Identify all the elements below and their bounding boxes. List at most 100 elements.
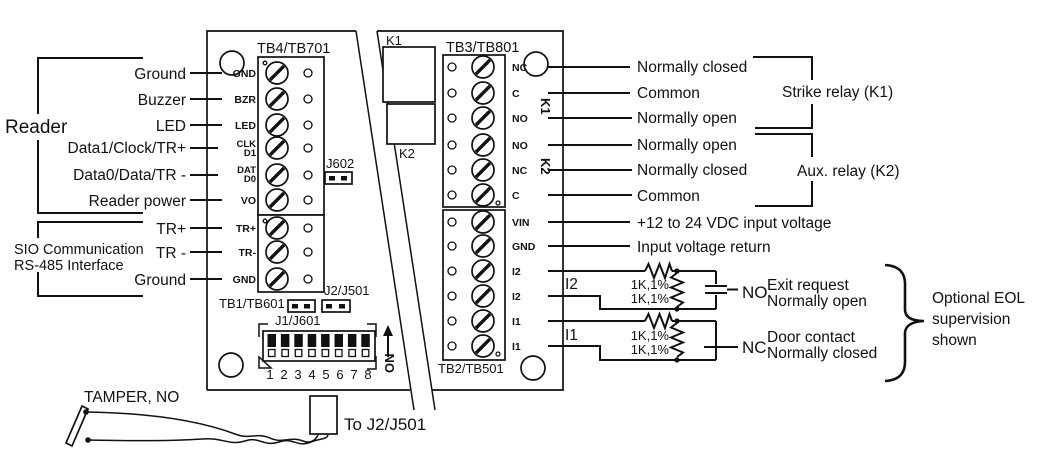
reader-pin-power: Reader power [89,193,186,210]
to-j2-label: To J2/J501 [344,415,426,434]
sio-pin-ground: Ground [134,272,186,289]
sio-label-line2: RS-485 Interface [14,258,124,274]
wire-holes [447,62,457,200]
svg-text:4: 4 [308,367,315,382]
tb4-terminal-block: TB4/TB701 GND BZR LED CLK D [233,41,330,293]
i1-eol-circuit: I1 1K,1% 1K,1% NC Door contact Normally … [548,310,877,363]
dip-switch: J1/J601 1 2 3 4 5 6 7 8 ON [258,313,397,382]
tb2-pin-i2b: I2 [512,291,521,303]
tb2-label: TB2/TB501 [438,361,504,376]
svg-text:5: 5 [322,367,329,382]
tb4-pin-trp: TR+ [236,223,256,235]
jumper-tb1: TB1/TB601 [219,296,316,313]
resistor-icon [668,322,686,358]
tb4-label: TB4/TB701 [257,41,330,57]
i2-eol-circuit: I2 1K,1% 1K,1% NO Exit request Normally … [548,260,867,312]
tb4-pin-d1: D1 [244,148,257,159]
reader-pin-ground: Ground [134,66,186,83]
relay-boxes: K1 K2 [382,33,436,161]
screw-terminals [471,55,495,207]
reader-group: Reader Ground Buzzer LED Data1/Clock/TR+… [5,57,222,214]
k2-box-label: K2 [399,146,415,161]
tb2-pin-gnd: GND [512,241,536,253]
svg-text:7: 7 [350,367,357,382]
tb1-label: TB1/TB601 [219,296,285,311]
i1-resistor-value-2: 1K,1% [631,342,670,357]
reader-pin-data1: Data1/Clock/TR+ [68,140,186,157]
circuit-board-outline [206,30,564,391]
exit-request-line1: Exit request [767,277,850,294]
svg-text:3: 3 [294,367,301,382]
k1-rotated-label: K1 [538,98,553,115]
k1-box-label: K1 [386,33,402,48]
resistor-icon [668,272,686,308]
relay-row-no2: Normally open [637,137,737,154]
tamper-group: TAMPER, NO To J2/J501 [64,389,426,448]
strike-relay-bracket: Strike relay (K1) [753,56,893,129]
sio-pin-trm: TR - [156,245,186,262]
tb2-pin-i1b: I1 [512,341,521,353]
door-contact-line1: Door contact [767,329,856,346]
i1-resistor-value-1: 1K,1% [631,328,670,343]
aux-relay-bracket: Aux. relay (K2) [755,133,900,207]
reader-pin-buzzer: Buzzer [138,92,186,109]
tb3-label: TB3/TB801 [446,40,519,56]
j2-connector [309,395,338,435]
no-contact-icon [705,271,738,309]
tb3-pin-no1: NO [512,113,528,125]
tb3-pin-c2: C [512,190,520,202]
tb3-terminal-block: TB3/TB801 NC C NO NO NC C K1 K2 [442,40,553,208]
eol-note: Optional EOL supervision shown [884,263,1025,383]
tb4-pin-clk: CLK [236,139,256,150]
i2-resistor-value-2: 1K,1% [631,291,670,306]
dip-levers [267,334,370,358]
relay-row-no1: Normally open [637,110,737,127]
tb4-pin-led: LED [235,120,256,132]
mounting-hole-icons [218,50,549,381]
dip-on-arrow-icon: ON [382,325,397,373]
tb3-pin-nc2: NC [512,165,528,177]
tamper-label: TAMPER, NO [84,389,179,406]
dip-numbers: 1 2 3 4 5 6 7 8 [266,367,371,382]
sio-pin-trp: TR+ [156,221,186,238]
svg-text:6: 6 [336,367,343,382]
sio-label-line1: SIO Communication [14,242,144,258]
eol-note-line3: shown [932,332,977,349]
tb2-terminal-block: TB2/TB501 VIN GND I2 I2 I1 I1 [438,209,536,376]
i1-zone-label: I1 [565,327,578,344]
tb4-pin-dat: DAT [237,165,256,176]
screw-terminals [471,210,495,358]
strike-relay-label: Strike relay (K1) [782,84,893,101]
nc-label: NC [742,338,767,357]
j602-label: J602 [326,156,354,171]
tamper-switch-icon [64,404,90,448]
tb2-pin-i1a: I1 [512,316,521,328]
relay-row-c2: Common [637,188,700,205]
reader-label: Reader [5,117,68,138]
wire-holes [447,217,457,351]
curly-brace [884,263,925,383]
exit-request-line2: Normally open [767,293,867,310]
resistor-icon [644,260,673,281]
tb3-pin-nc1: NC [512,62,528,74]
tb4-pin-bzr: BZR [234,94,256,106]
tb2-pin-i2a: I2 [512,266,521,278]
no-label: NO [742,283,768,302]
tb2-pin-vin: VIN [512,217,530,229]
sio-wires [190,227,222,280]
jumper-j2: J2/J501 [321,283,370,313]
reader-wires [190,72,222,201]
tb4-pin-d0: D0 [244,174,256,185]
tb3-pin-no2: NO [512,140,528,152]
eol-note-line2: supervision [932,311,1010,328]
svg-text:8: 8 [364,367,371,382]
tb4-pin-gnd: GND [233,68,257,80]
nc-contact-icon [704,321,738,360]
relay-row-nc1: Normally closed [637,59,747,76]
screw-terminals [265,61,289,291]
k2-rotated-label: K2 [538,158,553,175]
j2-label: J2/J501 [324,283,370,298]
tb4-pin-vo: VO [241,195,256,207]
